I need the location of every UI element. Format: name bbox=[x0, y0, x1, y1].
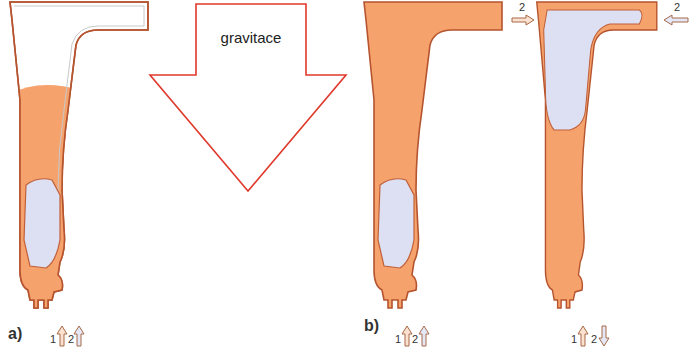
mould-outline bbox=[364, 2, 502, 308]
flow-number: 2 bbox=[68, 334, 74, 345]
up-arrow bbox=[419, 326, 429, 346]
mould-b-right bbox=[537, 2, 657, 308]
up-arrow bbox=[57, 326, 67, 346]
molten-metal bbox=[8, 85, 80, 320]
arrow-shape bbox=[150, 4, 346, 191]
mould-b-left bbox=[364, 2, 502, 308]
flow-number: 2 bbox=[591, 334, 597, 345]
flow-number: 1 bbox=[395, 334, 401, 345]
up-arrow bbox=[402, 326, 412, 346]
gas-cavity bbox=[378, 179, 414, 268]
gravity-arrow: gravitace bbox=[148, 3, 348, 193]
flow-number: 2 bbox=[412, 334, 418, 345]
gas-cavity bbox=[544, 10, 642, 130]
arrow-label: gravitace bbox=[221, 29, 282, 46]
flow-number: 1 bbox=[50, 334, 56, 345]
gas-cavity bbox=[24, 179, 60, 268]
figure-label: a) bbox=[8, 326, 22, 342]
up-arrow bbox=[74, 326, 84, 346]
up-arrow bbox=[578, 326, 588, 346]
flow-number: 2 bbox=[674, 2, 680, 13]
flow-arrows bbox=[57, 15, 688, 346]
flow-number: 2 bbox=[519, 2, 525, 13]
down-arrow bbox=[599, 326, 609, 346]
mould-a bbox=[8, 2, 148, 320]
mould-outline bbox=[537, 2, 657, 308]
left-arrow bbox=[664, 15, 688, 25]
figure-label: b) bbox=[364, 318, 379, 334]
right-arrow bbox=[512, 15, 534, 25]
flow-number: 1 bbox=[571, 334, 577, 345]
